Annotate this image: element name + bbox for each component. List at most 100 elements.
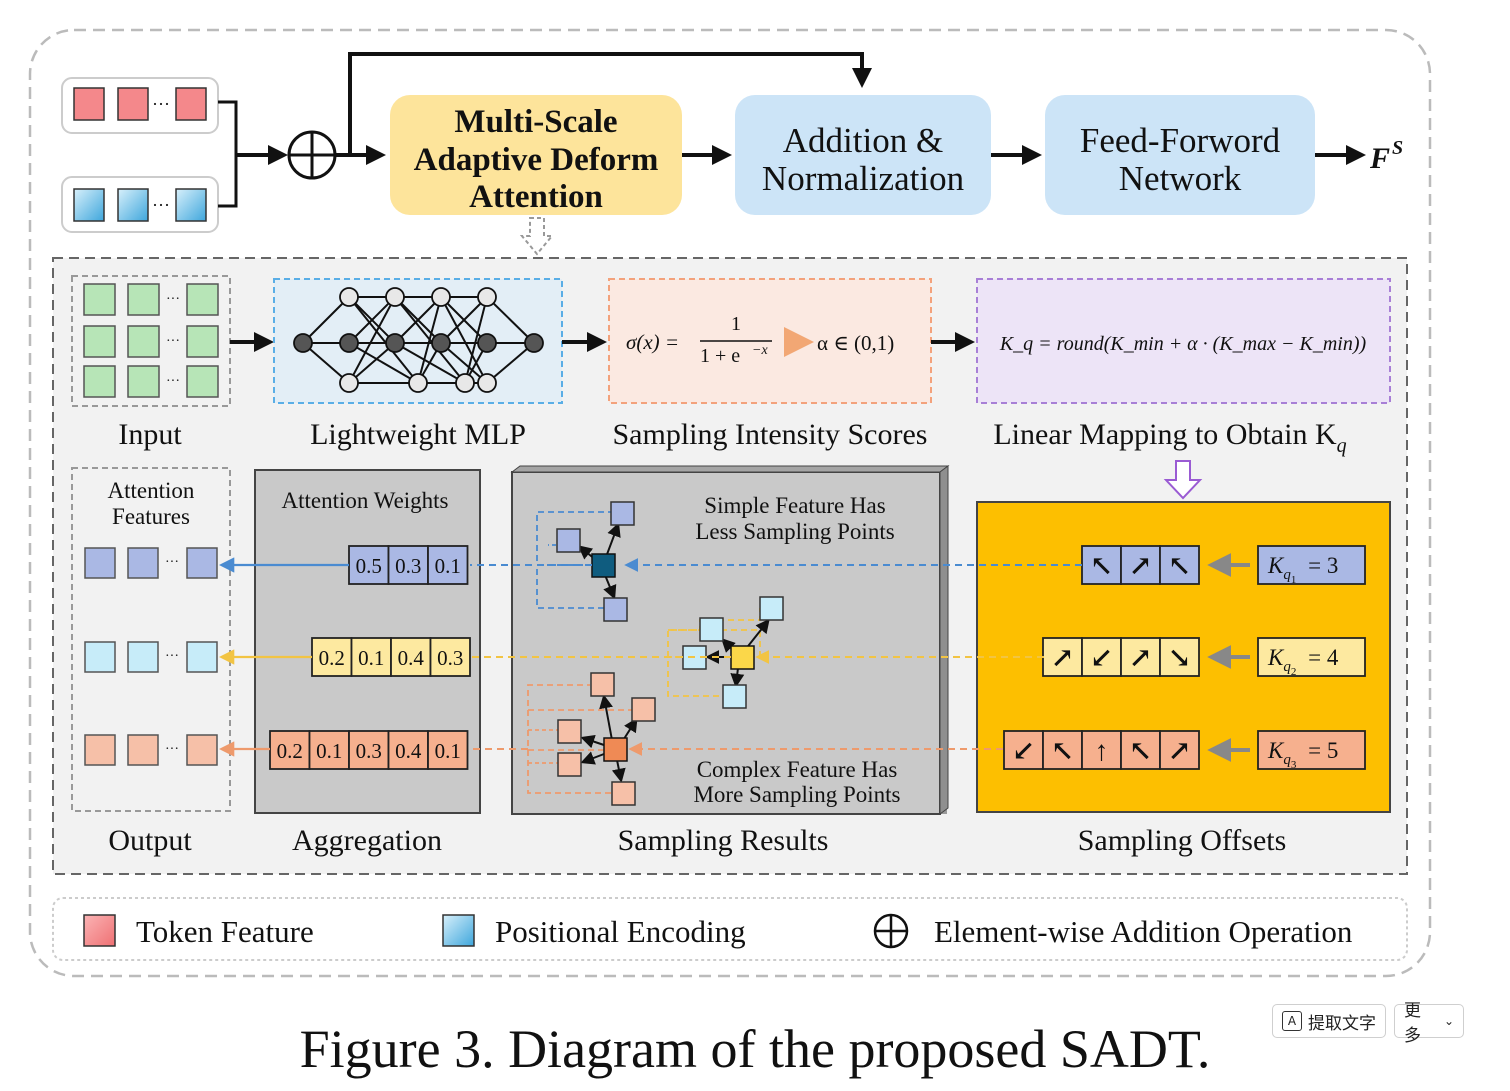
- ellipsis: ···: [165, 742, 179, 757]
- output-superscript: S: [1392, 137, 1403, 159]
- kq-formula: K_q = round(K_min + α · (K_max − K_min)): [999, 333, 1367, 355]
- weight-value: 0.2: [319, 646, 345, 670]
- chevron-down-icon: ⌄: [1443, 1014, 1454, 1028]
- ellipsis: ···: [165, 649, 179, 664]
- yellow-query-point: [730, 645, 755, 670]
- offset-rows: ↖↗↖Kq1 = 3↗↙↗↘Kq2 = 4↙↖↑↖↗Kq3 = 5: [1003, 545, 1366, 771]
- weight-value: 0.5: [356, 554, 382, 578]
- offset-arrow-icon: ↖: [1129, 736, 1152, 767]
- offset-cell: [1042, 730, 1083, 770]
- weight-value: 0.3: [356, 739, 382, 763]
- positional-square: [175, 188, 207, 222]
- weight-cell: [427, 730, 469, 770]
- token-square: [73, 87, 105, 121]
- stage-aggregation-label: Aggregation: [292, 824, 442, 857]
- offset-arrow-icon: ↘: [1168, 643, 1191, 674]
- weight-value: 0.3: [437, 646, 463, 670]
- weight-cell: [427, 545, 469, 585]
- sigma-lhs: σ(x) =: [626, 330, 679, 354]
- kq-value: Kq1 = 3: [1267, 553, 1338, 586]
- offset-arrow-icon: ↗: [1129, 643, 1152, 674]
- input-grid: [83, 283, 219, 398]
- more-button[interactable]: 更多 ⌄: [1394, 1001, 1464, 1046]
- more-label: 更多: [1404, 1001, 1421, 1046]
- offset-arrow-icon: ↙: [1090, 643, 1113, 674]
- mlp-neuron: [293, 333, 313, 353]
- offset-cell: [1120, 730, 1161, 770]
- token-square: [117, 87, 149, 121]
- ffn-block: [1045, 95, 1315, 215]
- legend-pos-swatch: [442, 914, 475, 947]
- positional-square: [117, 188, 149, 222]
- complex-note-line-1: Complex Feature Has: [697, 757, 898, 782]
- weight-value: 0.3: [395, 554, 421, 578]
- offset-cell: [1042, 637, 1083, 677]
- msada-block: [390, 95, 682, 215]
- legend-token-swatch: [83, 914, 116, 947]
- mlp-neuron: [339, 287, 359, 307]
- mlp-neuron: [339, 373, 359, 393]
- addnorm-line-2: Normalization: [762, 159, 964, 198]
- kq-value: Kq2 = 4: [1267, 645, 1339, 678]
- addnorm-line-1: Addition &: [783, 121, 943, 160]
- output-features: [84, 547, 218, 766]
- mlp-neuron: [455, 373, 475, 393]
- simple-note-line-1: Simple Feature Has: [704, 493, 885, 518]
- offset-cell: [1003, 730, 1044, 770]
- weight-cell: [350, 637, 392, 677]
- weight-cell: [311, 637, 353, 677]
- extract-text-label: 提取文字: [1308, 1013, 1376, 1034]
- offset-arrow-icon: ↖: [1168, 551, 1191, 582]
- stage-linear-label: Linear Mapping to Obtain Kq: [993, 418, 1346, 457]
- weight-cell: [348, 545, 390, 585]
- orange-query-point: [603, 737, 628, 762]
- expand-arrow-icon: [519, 217, 555, 256]
- weight-value: 0.1: [435, 739, 461, 763]
- weight-value: 0.1: [435, 554, 461, 578]
- yellow-sampling-cluster: [667, 596, 784, 709]
- mlp-neuron: [431, 333, 451, 353]
- orange-sampling-cluster: [527, 672, 656, 806]
- token-square: [175, 87, 207, 121]
- blue-sampling-cluster: [536, 501, 635, 622]
- weight-cell: [429, 637, 471, 677]
- ellipsis: ···: [166, 334, 180, 349]
- offset-arrow-icon: ↙: [1012, 736, 1035, 767]
- weight-cell: [269, 730, 311, 770]
- stage-scores-label: Sampling Intensity Scores: [613, 418, 928, 451]
- stage-input-label: Input: [118, 418, 182, 451]
- ellipsis: ···: [152, 195, 170, 215]
- sigma-exponent: −x: [752, 343, 768, 358]
- positional-square: [73, 188, 105, 222]
- attention-features-line-2: Features: [112, 504, 190, 529]
- offset-cell: [1159, 545, 1200, 585]
- stage-sampling-offsets-label: Sampling Offsets: [1078, 824, 1287, 857]
- weight-value: 0.4: [395, 739, 422, 763]
- mlp-network: [293, 287, 544, 393]
- blue-query-point: [591, 553, 616, 578]
- mlp-neuron: [431, 287, 451, 307]
- legend-token-label: Token Feature: [136, 914, 314, 949]
- offset-arrow-icon: ↖: [1090, 551, 1113, 582]
- ellipsis: ···: [152, 94, 170, 114]
- attention-weights-title: Attention Weights: [281, 488, 448, 513]
- mlp-neuron: [477, 333, 497, 353]
- mlp-neuron: [408, 373, 428, 393]
- offset-arrow-icon: ↗: [1129, 551, 1152, 582]
- addnorm-block: [735, 95, 991, 215]
- mlp-neuron: [385, 333, 405, 353]
- offset-cell: [1081, 730, 1122, 770]
- complex-note-line-2: More Sampling Points: [693, 782, 900, 807]
- extract-text-button[interactable]: A 提取文字: [1272, 1004, 1386, 1038]
- offset-arrow-icon: ↗: [1168, 736, 1191, 767]
- weight-cell: [348, 730, 390, 770]
- outer-frame: [28, 28, 1432, 978]
- kq-value: Kq3 = 5: [1267, 738, 1338, 771]
- offset-arrow-icon: ↑: [1095, 736, 1109, 767]
- stage-mlp-label: Lightweight MLP: [310, 418, 526, 451]
- simple-note-line-2: Less Sampling Points: [695, 519, 894, 544]
- offset-arrow-icon: ↖: [1051, 736, 1074, 767]
- down-arrow-icon: [1163, 460, 1203, 500]
